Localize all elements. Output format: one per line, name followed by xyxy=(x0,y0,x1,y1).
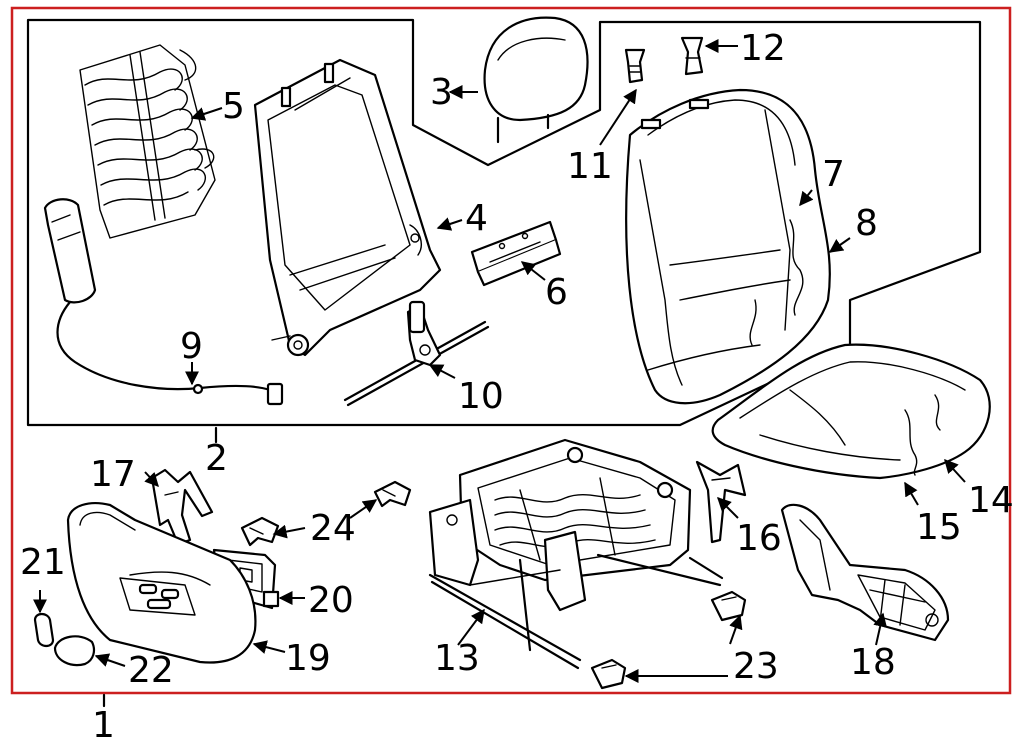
callout-13: 13 xyxy=(434,638,480,679)
callout-6: 6 xyxy=(545,272,568,313)
side-bracket xyxy=(150,468,214,546)
retaining-clip-upper xyxy=(373,480,412,508)
retaining-clip-lower xyxy=(240,516,280,547)
side-shield-panel xyxy=(66,502,257,664)
callout-23: 23 xyxy=(733,646,779,687)
callout-15: 15 xyxy=(916,507,962,548)
callout-10: 10 xyxy=(458,376,504,417)
callout-4: 4 xyxy=(465,198,488,239)
seat-back-group-box xyxy=(26,18,982,427)
recliner-motor-rod xyxy=(343,300,490,407)
assembly-frame xyxy=(10,6,1012,695)
callout-16: 16 xyxy=(736,518,782,559)
seat-back-cover xyxy=(625,88,831,405)
callout-19: 19 xyxy=(285,638,331,679)
seat-back-frame xyxy=(253,58,442,357)
adjust-knob-large xyxy=(53,635,96,667)
side-airbag-module xyxy=(43,198,284,406)
callout-8: 8 xyxy=(855,203,878,244)
callout-18: 18 xyxy=(850,642,896,683)
seat-back-spring-mat xyxy=(79,44,216,239)
track-end-cap-right xyxy=(710,590,747,622)
callout-24: 24 xyxy=(310,508,356,549)
track-end-cap-left xyxy=(590,658,627,690)
callout-2: 2 xyxy=(205,438,228,479)
headrest-support-clip xyxy=(680,36,704,76)
seat-cushion-frame xyxy=(428,438,724,670)
leader-lines xyxy=(33,39,966,708)
callout-21: 21 xyxy=(20,542,66,583)
callout-14: 14 xyxy=(968,480,1014,521)
callout-9: 9 xyxy=(180,326,203,367)
callout-7: 7 xyxy=(822,154,845,195)
callout-1: 1 xyxy=(92,705,115,746)
callout-11: 11 xyxy=(567,146,613,187)
headrest xyxy=(483,16,589,144)
callout-20: 20 xyxy=(308,580,354,621)
headrest-guide-clip xyxy=(624,48,646,84)
callout-17: 17 xyxy=(90,454,136,495)
callout-5: 5 xyxy=(222,86,245,127)
callout-22: 22 xyxy=(128,650,174,691)
seat-cushion xyxy=(711,343,991,480)
adjust-knob-small xyxy=(33,612,55,648)
callout-12: 12 xyxy=(740,28,786,69)
callout-3: 3 xyxy=(430,72,453,113)
